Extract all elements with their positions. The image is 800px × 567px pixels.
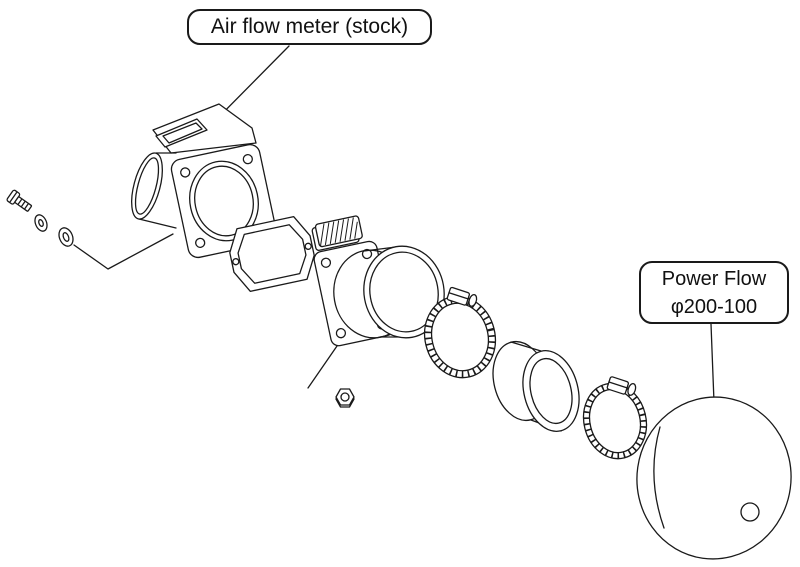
clamp-screw-head xyxy=(468,293,478,307)
adapter-hole xyxy=(361,248,373,260)
screen-hatch xyxy=(349,217,354,240)
tube-rim-inner xyxy=(369,251,439,333)
label-power-flow: Power Flow φ200-100 xyxy=(639,261,789,324)
clamp-screw-housing-line xyxy=(608,381,628,389)
washer-hole xyxy=(38,219,44,227)
nut xyxy=(335,388,355,408)
clamp-screw-head xyxy=(627,382,637,396)
tube-rim-outer xyxy=(131,152,163,220)
bolt-thread xyxy=(17,199,23,205)
coupler-bore xyxy=(529,357,573,425)
screen-hatch xyxy=(329,221,335,244)
washer-outer-ring xyxy=(58,227,74,247)
gasket-hole xyxy=(232,258,240,266)
adapter xyxy=(313,240,445,347)
nut-body xyxy=(335,388,355,406)
screen-hatch xyxy=(339,219,345,242)
flange-hole xyxy=(242,153,253,165)
meter-opening-inner xyxy=(194,165,254,237)
clamp-band-fill xyxy=(583,383,647,459)
mesh-screen xyxy=(311,215,363,251)
coupler-top-edge xyxy=(510,341,542,352)
clamp-screw-housing-line xyxy=(448,292,469,300)
tube-bottom-edge xyxy=(138,218,177,229)
clamp-band-fill xyxy=(424,296,496,378)
filter-body xyxy=(636,396,792,560)
screen-hatch xyxy=(320,223,325,247)
hose-clamp-2 xyxy=(582,376,648,460)
power-flow-filter xyxy=(636,396,792,560)
tube-rim-inner xyxy=(134,157,160,215)
washer-outer-ring xyxy=(34,214,48,232)
label-air-flow-meter-text: Air flow meter (stock) xyxy=(210,15,409,38)
washer-hole xyxy=(62,232,70,242)
screen-hatch xyxy=(354,221,358,239)
gasket-outer xyxy=(229,216,315,292)
label-power-flow-line2: φ200-100 xyxy=(670,295,758,318)
meter-connector xyxy=(155,118,208,148)
filter-rim-line xyxy=(653,426,665,529)
clamp-band-outer xyxy=(582,382,648,460)
coupler xyxy=(492,340,580,432)
screen-face xyxy=(314,215,363,248)
screen-hatch xyxy=(344,218,349,241)
washer-small xyxy=(34,214,48,232)
flange-hole xyxy=(180,167,191,178)
clamp-screw xyxy=(606,376,637,396)
label-air-flow-meter: Air flow meter (stock) xyxy=(187,9,432,45)
washer-large xyxy=(58,227,74,247)
bolt xyxy=(6,189,33,212)
filter-nipple xyxy=(740,502,760,522)
clamp-screw xyxy=(446,286,478,307)
tube-rim-outer xyxy=(363,245,445,339)
screen-hatch xyxy=(324,222,330,245)
gasket-inner xyxy=(237,224,307,284)
bolt-head-facet xyxy=(9,191,18,203)
clamp-band-slots xyxy=(583,382,647,460)
clamp-band-inner xyxy=(588,388,642,454)
bolt-thread xyxy=(24,203,29,210)
meter-opening-outer xyxy=(189,160,259,242)
assembly-axis-line xyxy=(73,233,174,270)
connector-outline xyxy=(155,118,208,148)
hose-clamp-1 xyxy=(423,286,497,379)
adapter-tube xyxy=(333,245,445,339)
gasket-hole xyxy=(304,242,312,250)
connector-socket xyxy=(162,122,203,144)
bolt-thread xyxy=(21,201,26,207)
adapter-hole xyxy=(320,257,332,268)
nut-leader-line xyxy=(307,345,338,389)
coupler-front-rim xyxy=(522,350,580,432)
nut-hole xyxy=(340,392,350,402)
label-power-flow-line1: Power Flow xyxy=(661,267,767,290)
meter-inlet-tube xyxy=(131,152,177,229)
flange-hole xyxy=(195,237,206,249)
clamp-band-inner xyxy=(430,302,490,372)
gasket xyxy=(229,216,315,292)
screen-hatch xyxy=(334,220,340,243)
adapter-hole xyxy=(335,328,347,339)
